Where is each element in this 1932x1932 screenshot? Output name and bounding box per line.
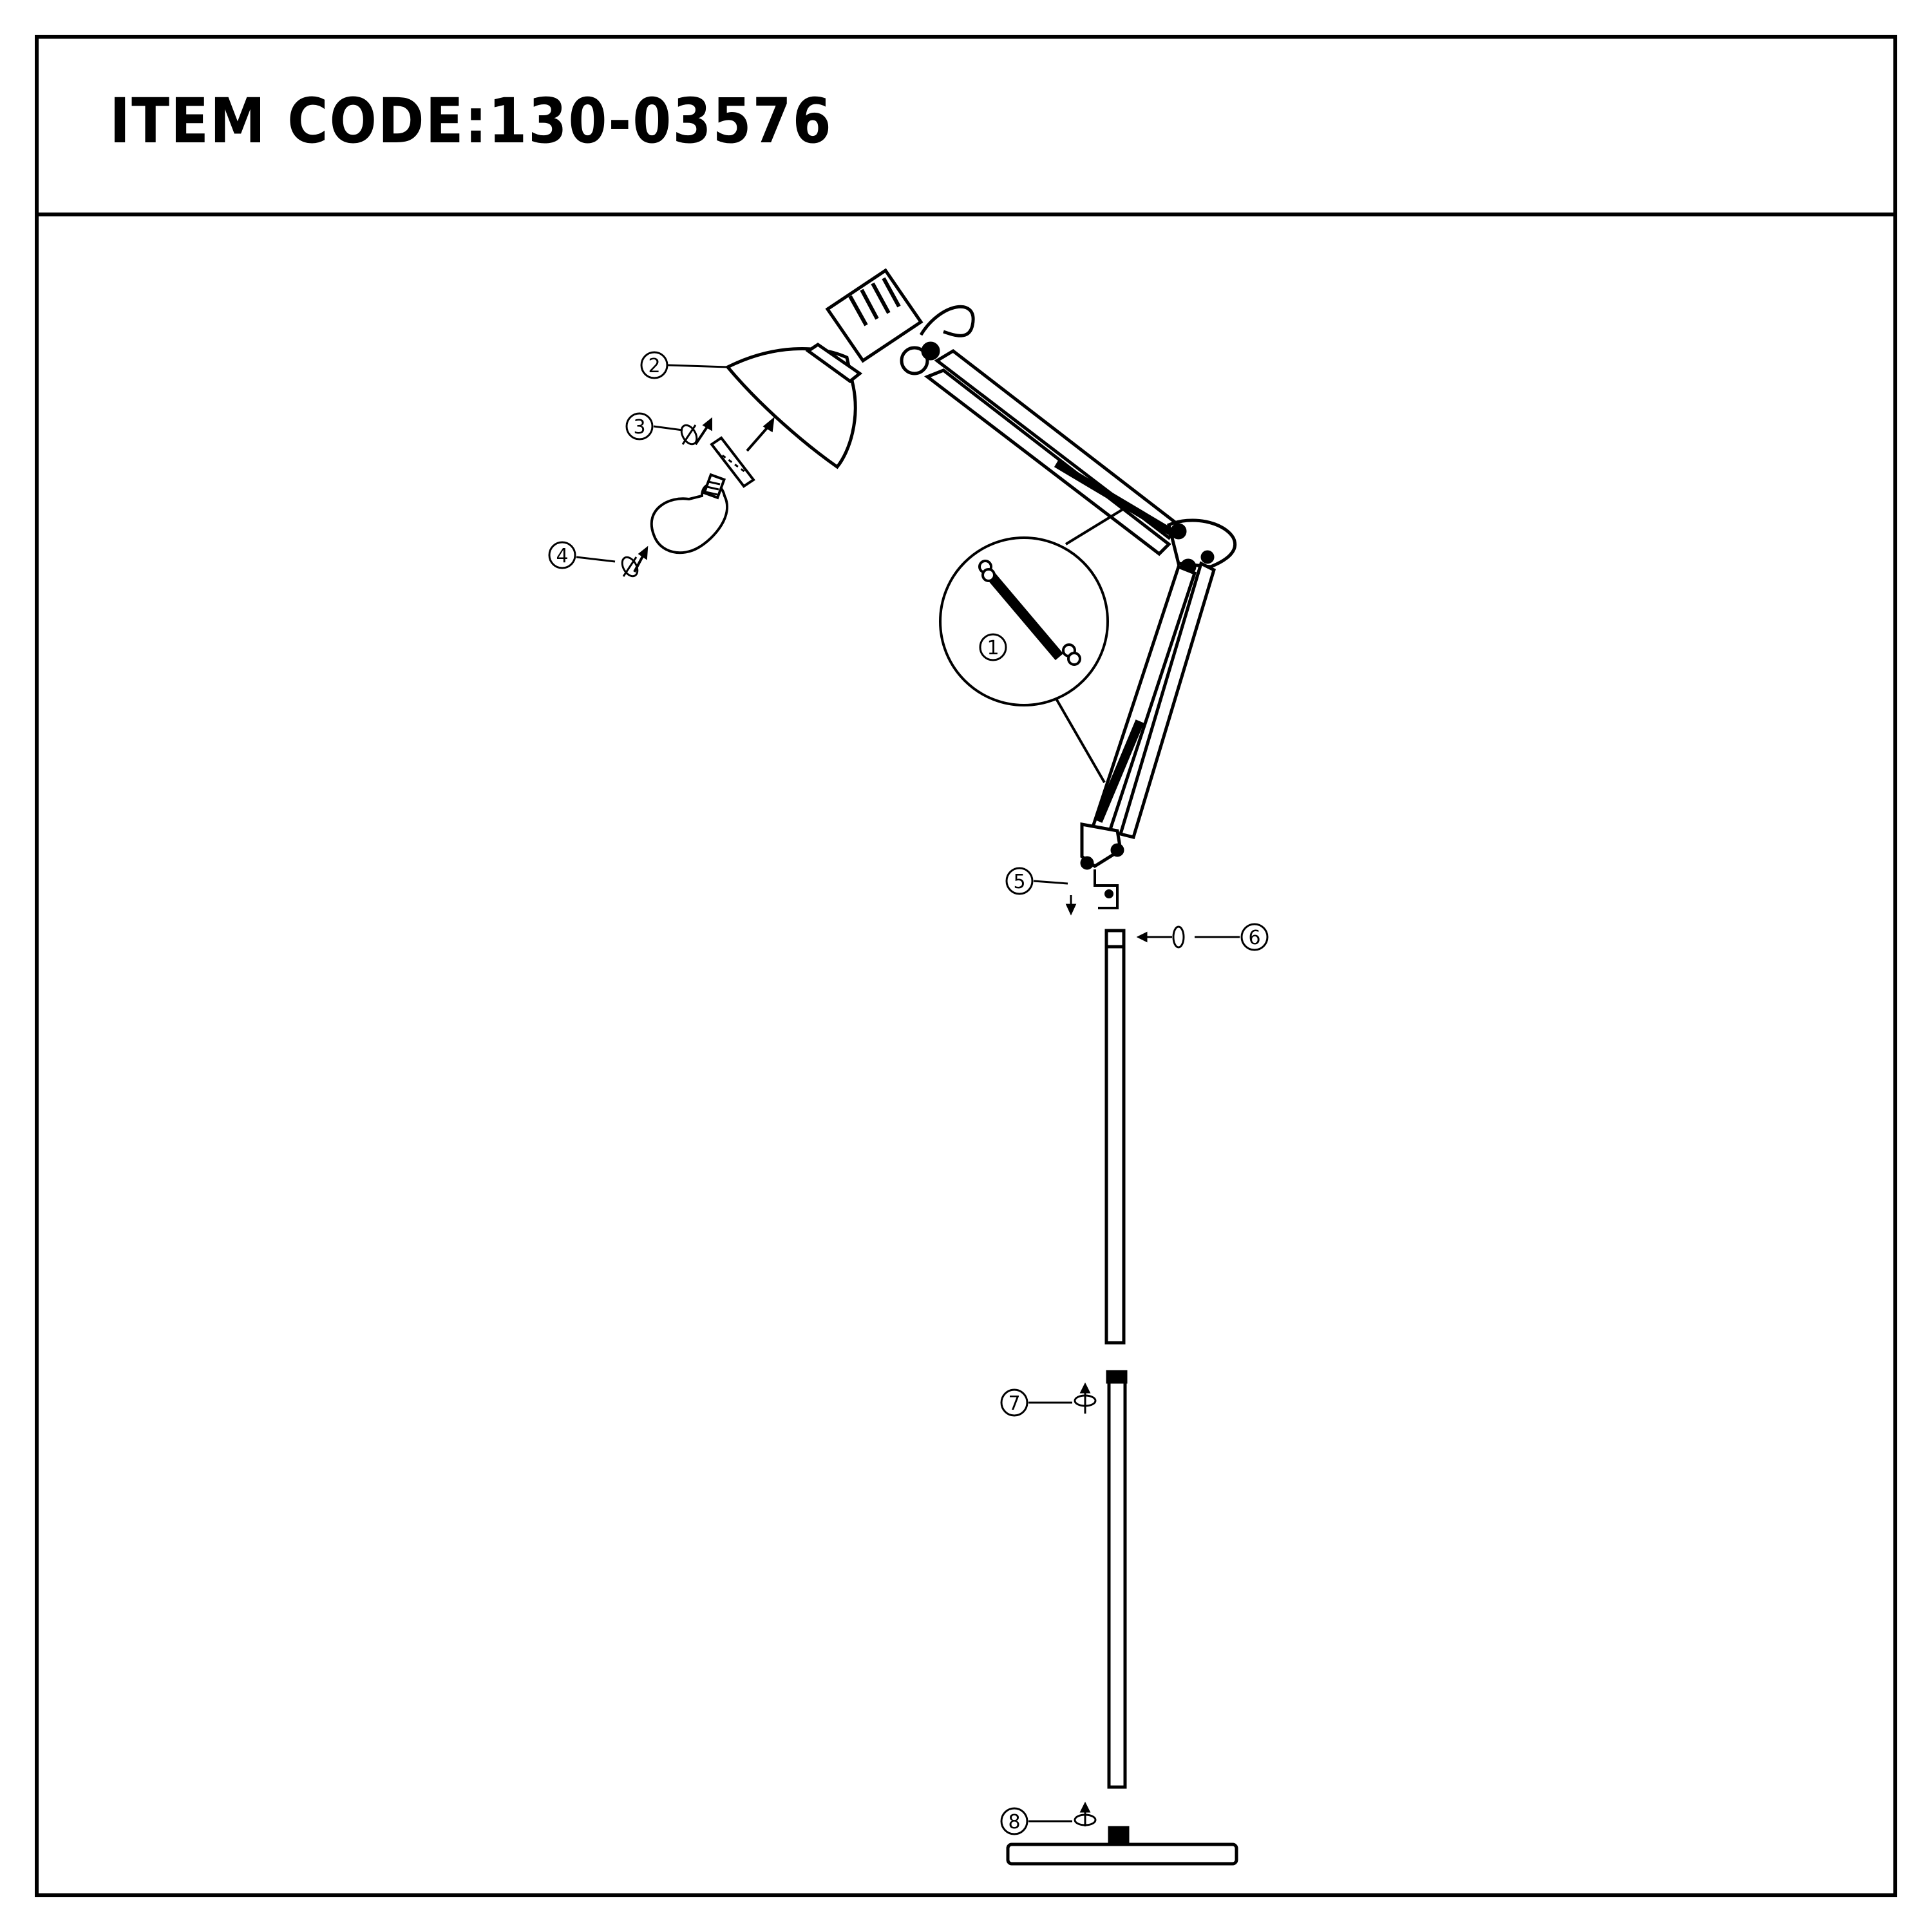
callout-8: 8 (1000, 1807, 1028, 1835)
arm-bracket (1094, 869, 1119, 909)
lower-joint (1080, 822, 1124, 870)
callout-4: 4 (548, 541, 576, 569)
socket-housing (825, 268, 975, 375)
callout-5: 5 (1005, 867, 1034, 895)
svg-text:6: 6 (1248, 927, 1260, 949)
svg-text:7: 7 (1008, 1392, 1020, 1415)
drawing-frame: ITEM CODE:130-03576 (35, 35, 1897, 1897)
light-bulb (650, 473, 729, 554)
leader-lines (576, 364, 1240, 1823)
callout-3: 3 (625, 412, 654, 440)
screw-symbols (621, 424, 698, 578)
header-bar: ITEM CODE:130-03576 (39, 39, 1893, 216)
callout-2: 2 (640, 351, 668, 379)
arrow-5 (1065, 895, 1077, 916)
lower-arm (1089, 561, 1217, 840)
callout-7: 7 (1000, 1388, 1028, 1417)
assembly-arrows-head (633, 417, 775, 573)
svg-text:1: 1 (987, 637, 999, 659)
item-code-title: ITEM CODE:130-03576 (109, 85, 833, 157)
svg-text:4: 4 (556, 545, 568, 567)
screw-8 (1074, 1801, 1097, 1826)
callout-6: 6 (1240, 923, 1269, 951)
screw-6 (1136, 925, 1185, 949)
screw-7 (1074, 1382, 1097, 1414)
lower-pole (1106, 1370, 1128, 1789)
spring-detail-callout (939, 507, 1125, 783)
shade-ring (710, 436, 755, 488)
callout-1: 1 (979, 633, 1007, 661)
upper-pole (1104, 929, 1126, 1345)
svg-text:5: 5 (1013, 871, 1025, 893)
svg-text:3: 3 (633, 416, 645, 439)
elbow-joint (1167, 518, 1236, 575)
svg-text:2: 2 (648, 355, 660, 377)
lamp-base (1006, 1826, 1238, 1866)
upper-arm (923, 348, 1181, 556)
svg-text:8: 8 (1008, 1811, 1020, 1833)
lamp-shade (725, 342, 863, 469)
